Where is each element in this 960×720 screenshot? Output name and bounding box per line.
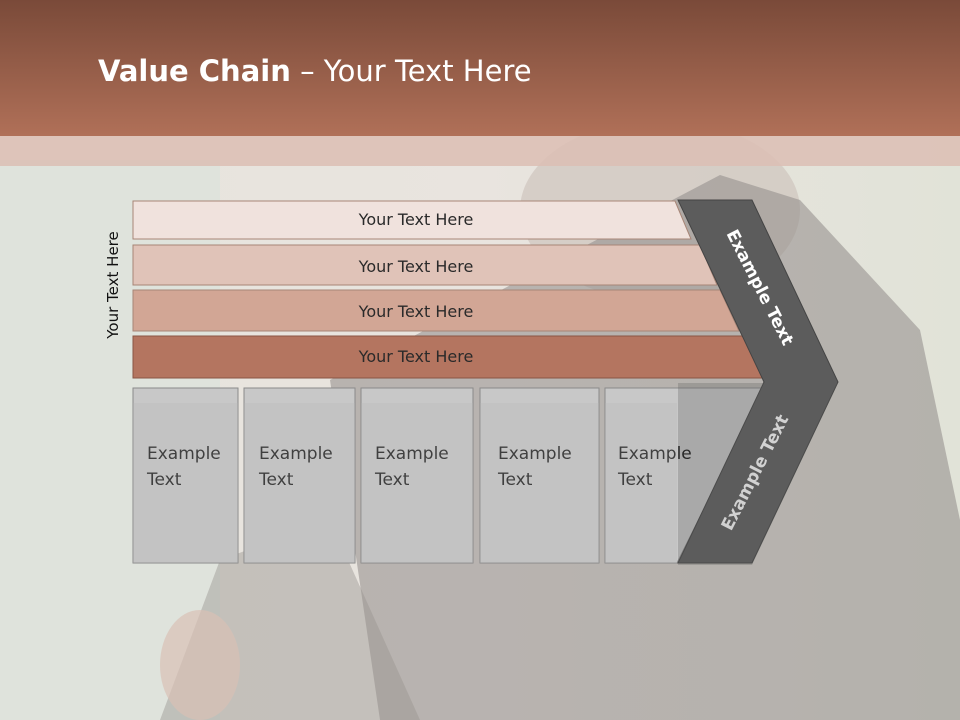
box-1-line2: Text	[146, 470, 182, 490]
box-3-line2: Text	[374, 470, 410, 490]
box-3-line1: Example	[375, 444, 449, 464]
title-bold: Value Chain	[98, 54, 291, 88]
box-1-line1: Example	[147, 444, 221, 464]
box-2-line1: Example	[259, 444, 333, 464]
bar-3	[132, 289, 740, 332]
bar-1-label: Your Text Here	[358, 210, 474, 229]
bar-2	[132, 244, 718, 286]
slide-title: Value Chain – Your Text Here	[98, 54, 532, 88]
bar-2-label: Your Text Here	[358, 257, 474, 276]
box-4-line2: Text	[497, 470, 533, 490]
bar-1	[132, 200, 692, 240]
box-3	[360, 387, 474, 564]
header-band	[0, 0, 960, 136]
box-2	[243, 387, 356, 564]
box-1	[132, 387, 239, 564]
chevron-arrow	[677, 199, 839, 564]
box-4-line1: Example	[498, 444, 572, 464]
box-5-line1: Example	[618, 444, 692, 464]
title-rest: – Your Text Here	[290, 54, 532, 88]
reflection	[133, 383, 838, 565]
header-strip	[0, 136, 960, 166]
box-4	[479, 387, 600, 564]
box-5-line2: Text	[617, 470, 653, 490]
bar-4-label: Your Text Here	[358, 347, 474, 366]
bar-3-label: Your Text Here	[358, 302, 474, 321]
box-2-line2: Text	[258, 470, 294, 490]
